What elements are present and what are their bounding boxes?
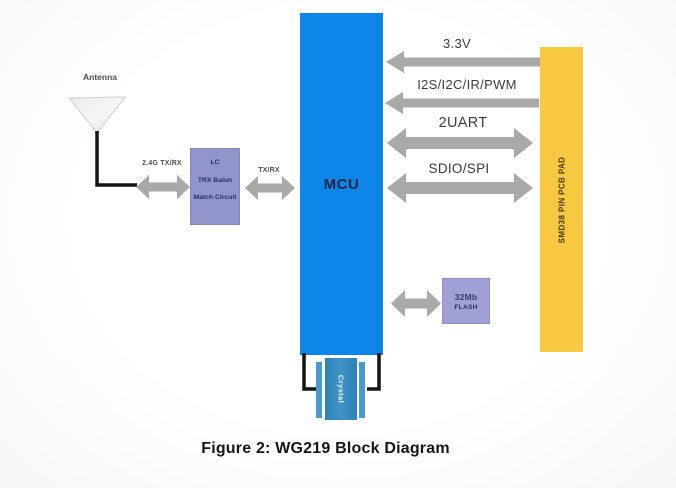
flash-box: 32Mb FLASH — [442, 278, 490, 324]
flash-size-label: 32Mb — [454, 291, 478, 302]
crystal-label: Crystal — [336, 374, 346, 404]
crystal-box: Crystal — [325, 358, 357, 420]
bus-i2s-label: I2S/I2C/IR/PWM — [417, 77, 517, 92]
bus-i2s-arrow-icon — [385, 92, 539, 114]
antenna-icon — [67, 96, 137, 187]
bus-uart-label: 2UART — [438, 115, 488, 131]
balun-line-1: LC — [210, 159, 220, 166]
balun-box: LC TRX Balun Match Circuit — [190, 148, 240, 225]
crystal-electrode-left — [316, 362, 322, 418]
flash-link-arrow-icon — [391, 290, 441, 317]
bus-sdio-label: SDIO/SPI — [428, 161, 490, 176]
antenna-label: Antenna — [83, 72, 117, 82]
rf-link-label: 2.4G TX/RX — [142, 160, 182, 167]
pcb-pad-box: SMD38 PIN PCB PAD — [540, 47, 583, 352]
rf-link-arrow-icon — [136, 175, 190, 199]
mcu-link-arrow-icon — [245, 176, 295, 200]
flash-type-label: FLASH — [454, 303, 478, 311]
pcb-pad-label: SMD38 PIN PCB PAD — [557, 156, 566, 243]
mcu-link-label: TX/RX — [258, 167, 280, 174]
bus-3v3-arrow-icon — [386, 51, 540, 73]
bus-sdio-arrow-icon — [387, 173, 533, 203]
bus-uart-arrow-icon — [387, 128, 533, 158]
figure-caption: Figure 2: WG219 Block Diagram — [201, 440, 450, 457]
crystal-electrode-right — [359, 362, 365, 418]
balun-line-3: Match Circuit — [193, 194, 237, 201]
bus-3v3-label: 3.3V — [443, 36, 471, 51]
mcu-label: MCU — [323, 175, 360, 193]
balun-line-2: TRX Balun — [197, 176, 233, 184]
crystal-connection-lines — [302, 353, 381, 391]
mcu-box: MCU — [300, 13, 383, 355]
